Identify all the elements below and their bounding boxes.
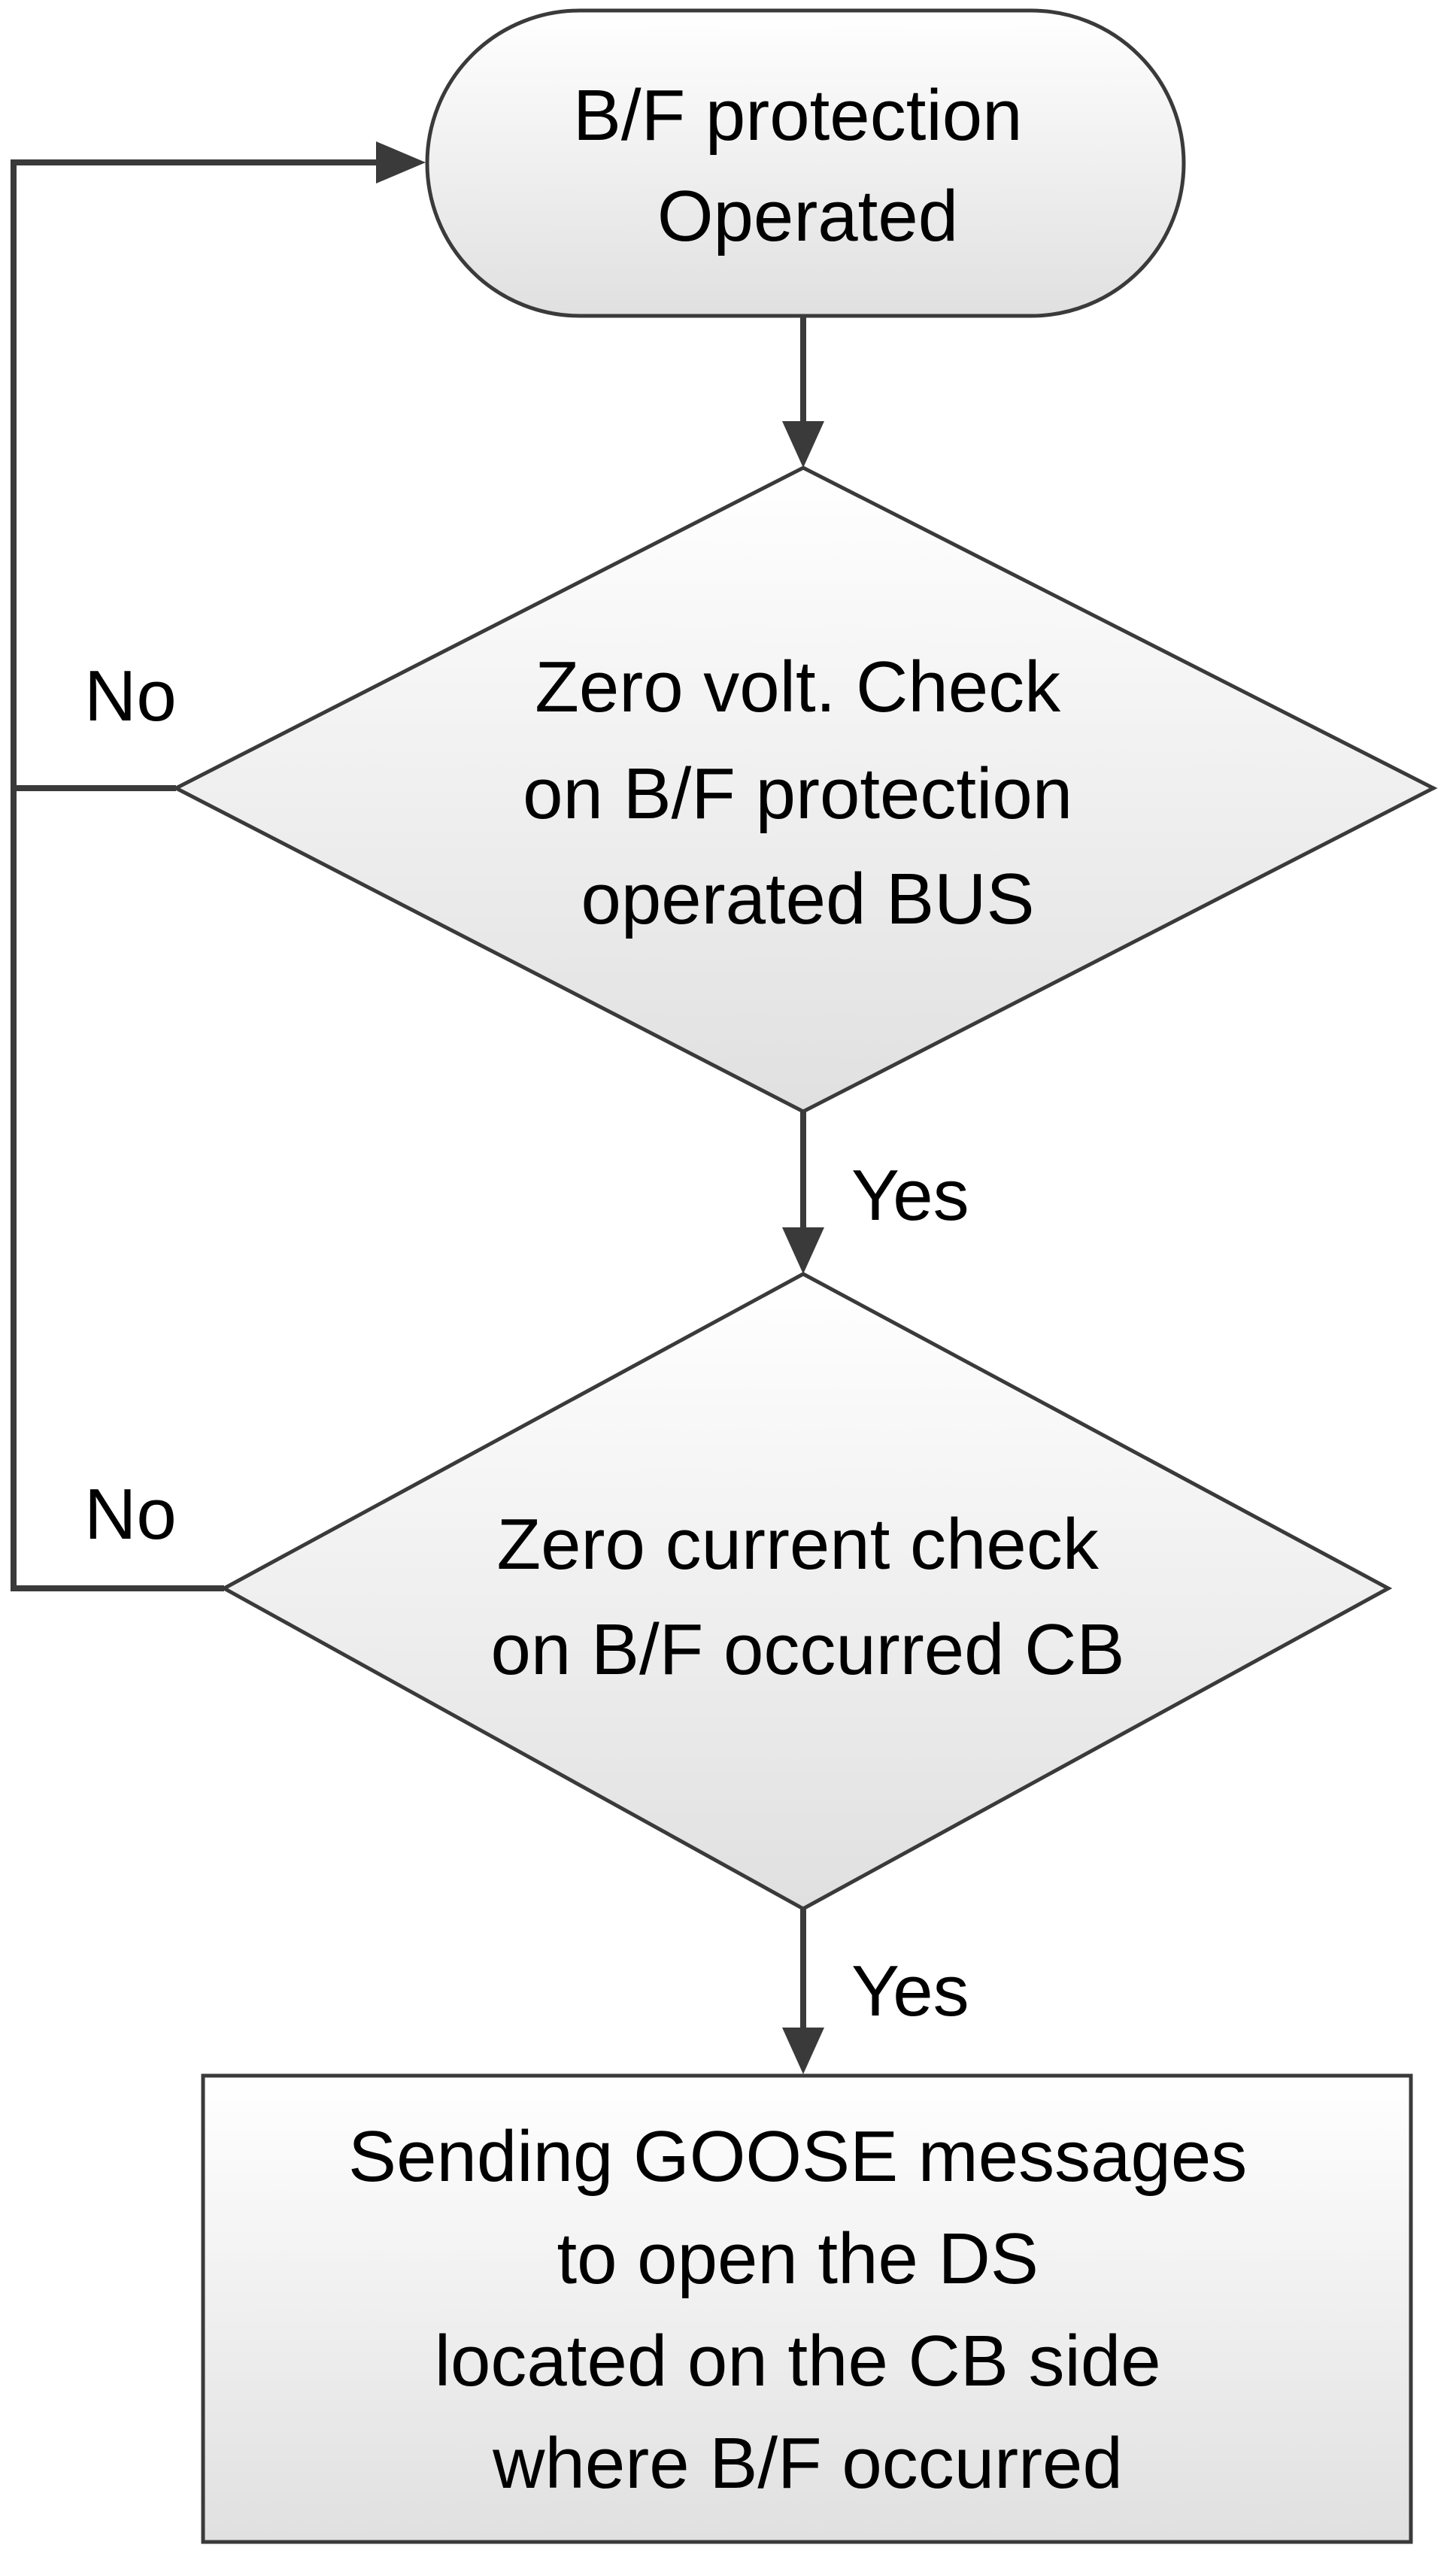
voltage-check-label-line: Zero volt. Check bbox=[535, 647, 1061, 727]
current-check-label-line: Zero current check bbox=[497, 1504, 1100, 1585]
start-label-line: B/F protection bbox=[573, 75, 1023, 156]
goose-action-label: Sending GOOSE messages to open the DS lo… bbox=[348, 2116, 1267, 2504]
current-check-label: Zero current check on B/F occurred CB bbox=[491, 1504, 1125, 1690]
arrowhead-loop-back-to-start bbox=[376, 141, 426, 184]
start-label-line: Operated bbox=[657, 176, 958, 256]
goose-action-label-line: located on the CB side bbox=[435, 2321, 1161, 2401]
arrowhead-voltage-yes bbox=[782, 1227, 824, 1274]
voltage-yes-label: Yes bbox=[851, 1155, 969, 1236]
arrowhead-start-to-voltage-check bbox=[782, 421, 824, 468]
voltage-no-label: No bbox=[84, 656, 177, 736]
goose-action-label-line: where B/F occurred bbox=[492, 2423, 1123, 2504]
voltage-check-label: Zero volt. Check on B/F protection opera… bbox=[523, 647, 1093, 939]
voltage-check-label-line: operated BUS bbox=[581, 859, 1034, 939]
current-check-decision bbox=[220, 1272, 1393, 1911]
goose-action-label-line: to open the DS bbox=[557, 2219, 1038, 2299]
start-label: B/F protection Operated bbox=[573, 75, 1042, 256]
current-no-label: No bbox=[84, 1474, 177, 1555]
voltage-check-label-line: on B/F protection bbox=[523, 754, 1072, 834]
voltage-check-decision bbox=[171, 466, 1438, 1114]
arrowhead-current-yes bbox=[782, 2028, 824, 2074]
current-check-label-line: on B/F occurred CB bbox=[491, 1609, 1125, 1690]
edge-current-no bbox=[11, 159, 376, 1591]
goose-action-label-line: Sending GOOSE messages bbox=[348, 2116, 1247, 2197]
current-yes-label: Yes bbox=[851, 1951, 969, 2031]
start-terminator bbox=[425, 8, 1186, 318]
goose-action-process bbox=[201, 2073, 1413, 2544]
